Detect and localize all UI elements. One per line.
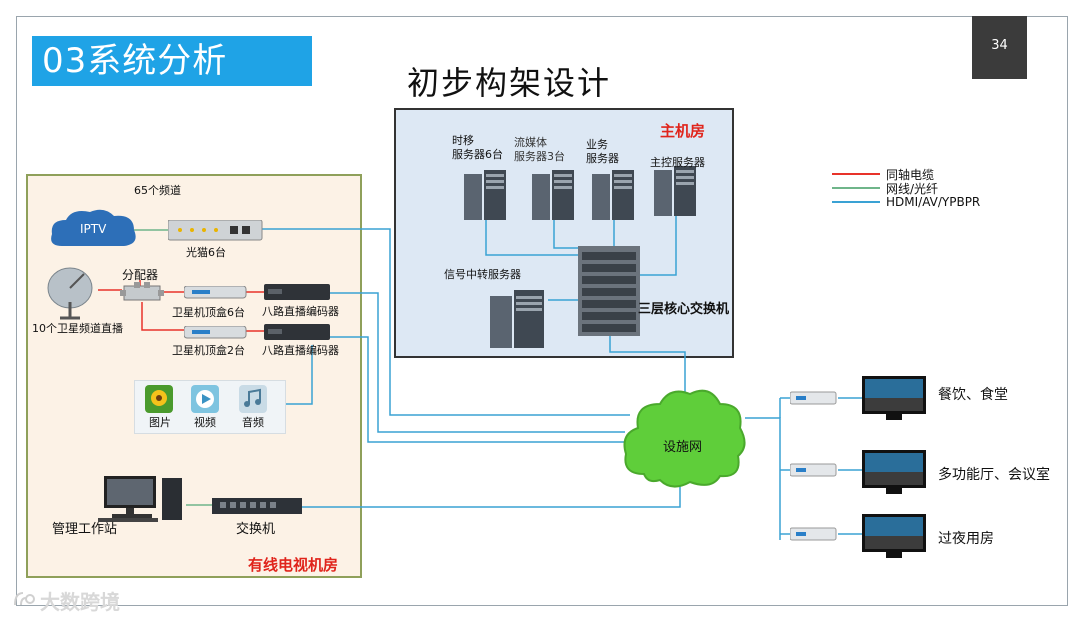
legend-hdmi: HDMI/AV/YPBPR [886, 195, 981, 209]
encoder-2-icon [264, 324, 330, 340]
relay-server-label: 信号中转服务器 [444, 268, 521, 281]
section-badge: 03系统分析 [32, 36, 312, 86]
tv-icon [862, 514, 926, 558]
relay-server-icon [490, 290, 544, 348]
cable-room-title: 有线电视机房 [248, 556, 339, 574]
legend-network: 网线/光纤 [886, 182, 939, 196]
legend-lines [832, 173, 880, 203]
tv-icon [862, 450, 926, 494]
core-switch-label: 三层核心交换机 [638, 302, 730, 317]
picture-label: 图片 [149, 416, 171, 429]
legend-coax: 同轴电缆 [886, 168, 935, 182]
satellite-dish-icon [47, 267, 93, 320]
iptv-label: IPTV [80, 222, 107, 236]
page-number: 34 [972, 16, 1027, 79]
endpoint-stb-icon [790, 391, 837, 405]
facility-network-cloud-icon [623, 389, 746, 488]
workstation-icon [98, 476, 182, 522]
encoder-1-icon [264, 284, 330, 300]
streaming-server-icon [532, 170, 574, 220]
audio-label: 音频 [242, 416, 264, 429]
stb-6-label: 卫星机顶盒6台 [172, 306, 245, 319]
facility-network-label: 设施网 [663, 440, 703, 455]
tv-icon [862, 376, 926, 420]
encoder-2-label: 八路直播编码器 [262, 344, 339, 357]
picture-icon [145, 385, 173, 413]
encoder-1-label: 八路直播编码器 [262, 305, 339, 318]
page-title: 初步构架设计 [407, 64, 612, 102]
watermark: 大数跨境 [40, 590, 120, 614]
core-switch-icon [578, 246, 640, 336]
satellite-label: 10个卫星频道直播 [32, 322, 123, 335]
stb-2-label: 卫星机顶盒2台 [172, 344, 245, 357]
workstation-label: 管理工作站 [52, 522, 118, 537]
timeshift-server-label: 时移服务器6台 [452, 134, 503, 161]
watermark-logo-icon [14, 592, 35, 606]
splitter-label: 分配器 [122, 268, 159, 282]
splitter-icon [120, 282, 164, 301]
main-room-title: 主机房 [660, 122, 706, 140]
lan-switch-label: 交换机 [236, 522, 276, 537]
endpoint-hall-label: 多功能厅、会议室 [938, 467, 1050, 483]
endpoint-stb-icon [790, 463, 837, 477]
optical-modem-icon [168, 220, 263, 241]
timeshift-server-icon [464, 170, 506, 220]
stb-2-icon [184, 326, 247, 339]
optical-modem-label: 光猫6台 [186, 246, 226, 259]
business-server-icon [592, 170, 634, 220]
endpoint-dining-label: 餐饮、食堂 [938, 387, 1008, 403]
video-icon [191, 385, 219, 413]
control-server-label: 主控服务器 [650, 156, 705, 169]
streaming-server-label: 流媒体服务器3台 [514, 136, 565, 163]
stb-6-icon [184, 286, 247, 299]
endpoint-overnight-label: 过夜用房 [938, 531, 994, 547]
audio-icon [239, 385, 267, 413]
video-label: 视频 [194, 416, 216, 429]
endpoint-stb-icon [790, 527, 837, 541]
iptv-cloud-icon [51, 209, 136, 246]
control-server-icon [654, 166, 696, 216]
lan-switch-icon [212, 498, 302, 514]
business-server-label: 业务服务器 [586, 138, 619, 165]
channels-label: 65个频道 [134, 184, 181, 197]
